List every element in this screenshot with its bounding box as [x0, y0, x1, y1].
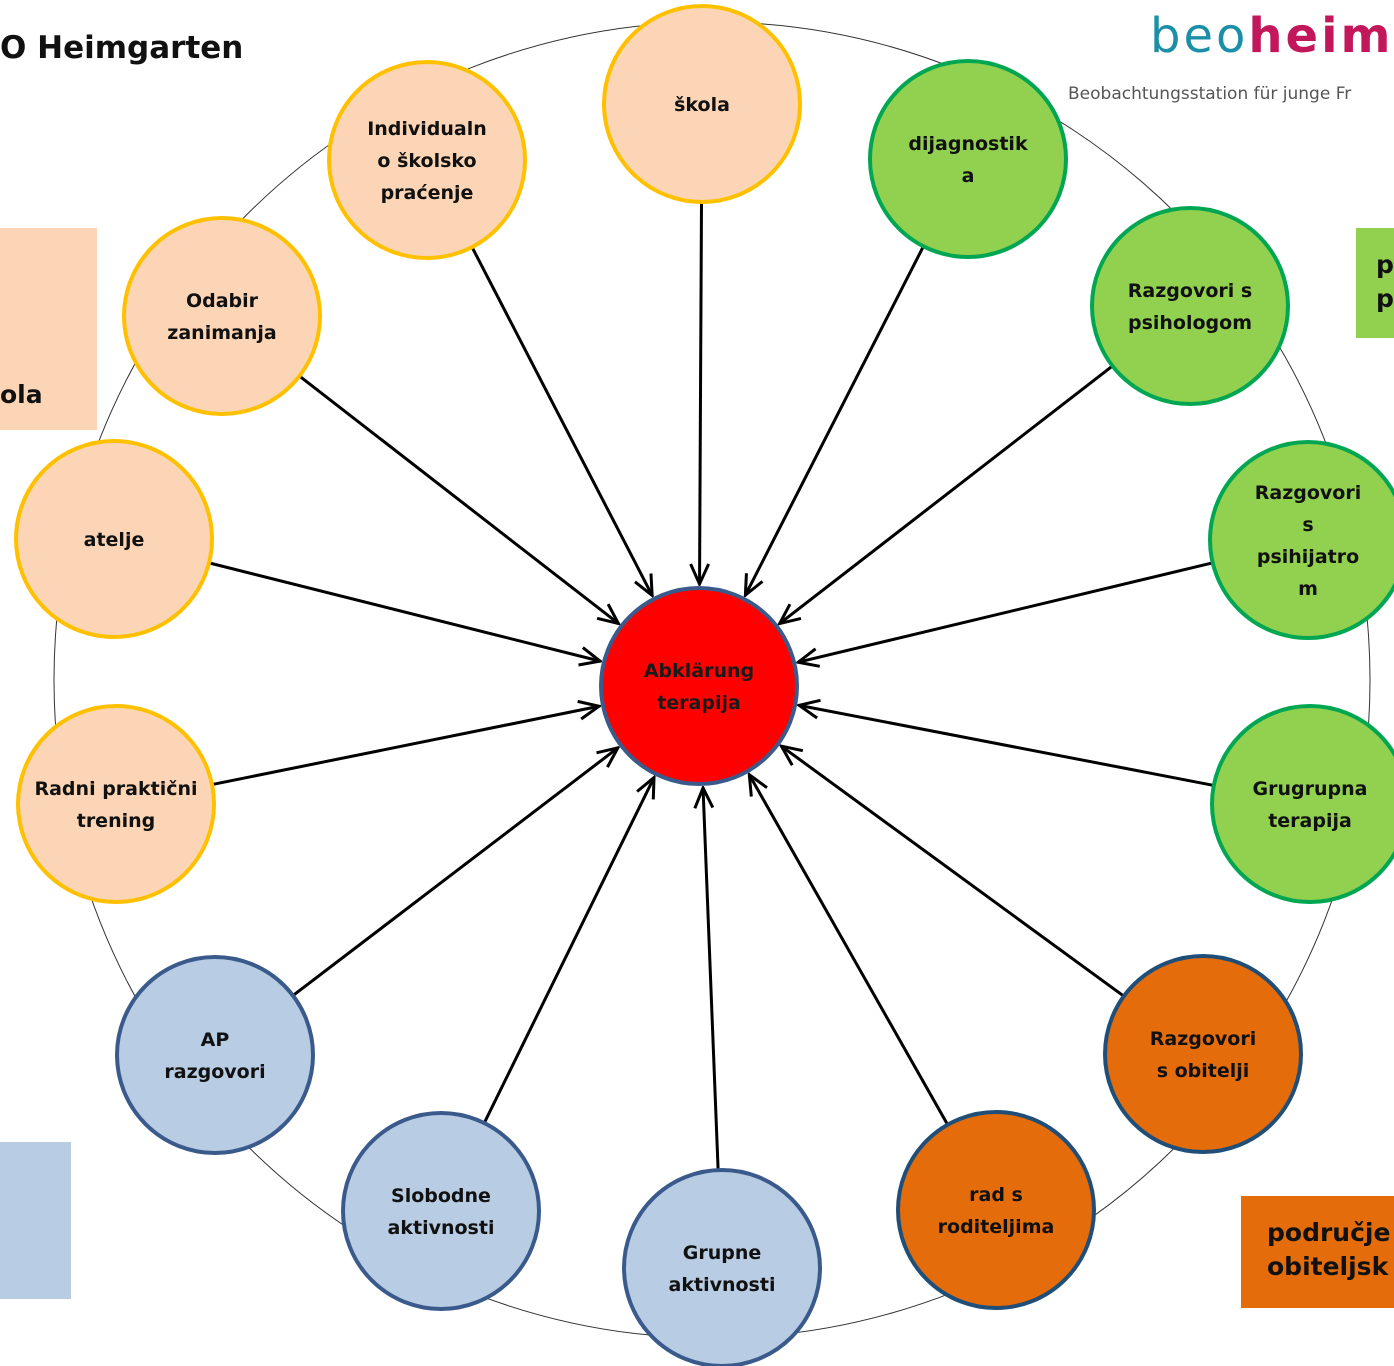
node-slobodne-aktivnosti-label-line: Slobodne — [391, 1185, 491, 1207]
arrow-rad-roditelji — [749, 775, 949, 1126]
legend-school: ola — [0, 228, 97, 430]
node-circle-razgovori-psiholog — [1090, 206, 1290, 406]
node-razgovori-psihijatar-label-line: s — [1302, 514, 1313, 536]
arrow-razgovori-obitelj — [781, 746, 1125, 998]
node-odabir-zanimanja-label-line: Odabir — [186, 290, 259, 312]
node-rad-roditelji-label-line: roditeljima — [938, 1216, 1055, 1238]
node-grupne-aktivnosti-label-line: Grupne — [683, 1242, 762, 1264]
node-grupne-aktivnosti-label-line: aktivnosti — [669, 1274, 776, 1296]
node-circle-ap-razgovori — [115, 955, 315, 1155]
node-grupne-aktivnosti: Grupne aktivnosti — [622, 1168, 822, 1366]
logo-heim: heim — [1248, 8, 1394, 64]
node-ap-razgovori-label-line: AP — [201, 1029, 230, 1051]
node-circle-skolsko-pracenje — [327, 60, 527, 260]
node-grupna-terapija-label-line: Grugrupna — [1253, 778, 1368, 800]
node-razgovori-psiholog: Razgovori s psihologom — [1090, 206, 1290, 406]
center-node-circle — [599, 586, 799, 786]
node-atelje: atelje — [14, 439, 214, 639]
node-radni-trening: Radni praktični trening — [16, 704, 216, 904]
arrow-razgovori-psihijatar — [798, 561, 1214, 662]
node-razgovori-psiholog-label-line: Razgovori s — [1128, 280, 1252, 302]
node-slobodne-aktivnosti: Slobodne aktivnosti — [341, 1111, 541, 1311]
node-odabir-zanimanja-label-line: zanimanja — [167, 322, 276, 344]
node-skola: škola — [602, 4, 802, 204]
node-circle-grupne-aktivnosti — [622, 1168, 822, 1366]
node-circle-skola — [602, 4, 802, 204]
node-circle-slobodne-aktivnosti — [341, 1111, 541, 1311]
node-circle-odabir-zanimanja — [122, 216, 322, 416]
node-dijagnostika-label-line: dijagnostik — [908, 133, 1028, 155]
node-skolsko-pracenje-label-line: o školsko — [377, 150, 476, 172]
logo-beo: beo — [1150, 8, 1249, 64]
node-razgovori-psihijatar-label-line: psihijatro — [1257, 546, 1359, 568]
legend-psych-text: p p — [1376, 250, 1394, 313]
arrow-slobodne-aktivnosti — [482, 778, 654, 1124]
node-razgovori-obitelj-label-line: s obitelji — [1157, 1060, 1250, 1082]
node-grupna-terapija-label-line: terapija — [1268, 810, 1352, 832]
legend-family-text: područje obiteljsk — [1267, 1218, 1391, 1281]
node-razgovori-psiholog-label-line: psihologom — [1128, 312, 1252, 334]
legend-school-text: ola — [0, 380, 43, 409]
node-circle-rad-roditelji — [896, 1110, 1096, 1310]
legend-psych: p p — [1356, 228, 1394, 338]
node-razgovori-psihijatar-label-line: m — [1298, 578, 1318, 600]
node-radni-trening-label-line: trening — [77, 810, 156, 832]
node-circle-atelje — [14, 439, 214, 639]
logo-wordmark: beoheim — [1150, 8, 1394, 64]
node-razgovori-psihijatar: Razgovori s psihijatro m — [1208, 440, 1394, 640]
arrow-ap-razgovori — [292, 748, 618, 997]
arrow-skolsko-pracenje — [470, 246, 652, 595]
arrow-grupne-aktivnosti — [703, 788, 720, 1171]
node-grupna-terapija: Grugrupna terapija — [1210, 704, 1394, 904]
node-rad-roditelji-label-line: rad s — [969, 1184, 1023, 1206]
logo-tagline: Beobachtungsstation für junge Fr — [1068, 84, 1352, 104]
node-dijagnostika: dijagnostik a — [868, 59, 1068, 259]
legend-leisure — [0, 1142, 71, 1299]
node-slobodne-aktivnosti-label-line: aktivnosti — [388, 1217, 495, 1239]
arrow-skola — [700, 201, 702, 584]
node-razgovori-psihijatar-label-line: Razgovori — [1255, 482, 1362, 504]
arrow-odabir-zanimanja — [298, 374, 618, 623]
center-node-label-line: Abklärung — [644, 660, 754, 682]
node-rad-roditelji: rad s roditeljima — [896, 1110, 1096, 1310]
arrow-razgovori-psiholog — [780, 364, 1114, 624]
node-circle-dijagnostika — [868, 59, 1068, 259]
node-skolsko-pracenje: Individualn o školsko praćenje — [327, 60, 527, 260]
node-circle-razgovori-obitelj — [1103, 954, 1303, 1154]
node-skola-label-line: škola — [674, 94, 730, 116]
node-razgovori-obitelj-label-line: Razgovori — [1150, 1028, 1257, 1050]
center-node-label-line: terapija — [657, 692, 741, 714]
arrow-radni-trening — [211, 706, 599, 787]
node-skolsko-pracenje-label-line: Individualn — [367, 118, 487, 140]
node-razgovori-obitelj: Razgovori s obitelji — [1103, 954, 1303, 1154]
node-ap-razgovori-label-line: razgovori — [164, 1061, 265, 1083]
node-radni-trening-label-line: Radni praktični — [34, 778, 197, 800]
node-dijagnostika-label-line: a — [962, 165, 975, 187]
arrow-grupna-terapija — [799, 705, 1215, 787]
node-atelje-label-line: atelje — [84, 529, 145, 551]
node-circle-grupna-terapija — [1210, 704, 1394, 904]
node-circle-razgovori-psihijatar — [1208, 440, 1394, 640]
arrow-dijagnostika — [745, 245, 925, 595]
page-title: O Heimgarten — [0, 30, 244, 66]
node-circle-radni-trening — [16, 704, 216, 904]
node-odabir-zanimanja: Odabir zanimanja — [122, 216, 322, 416]
legend-family: područje obiteljsk — [1241, 1196, 1394, 1308]
arrow-atelje — [208, 561, 600, 661]
node-skolsko-pracenje-label-line: praćenje — [381, 182, 474, 204]
node-ap-razgovori: AP razgovori — [115, 955, 315, 1155]
